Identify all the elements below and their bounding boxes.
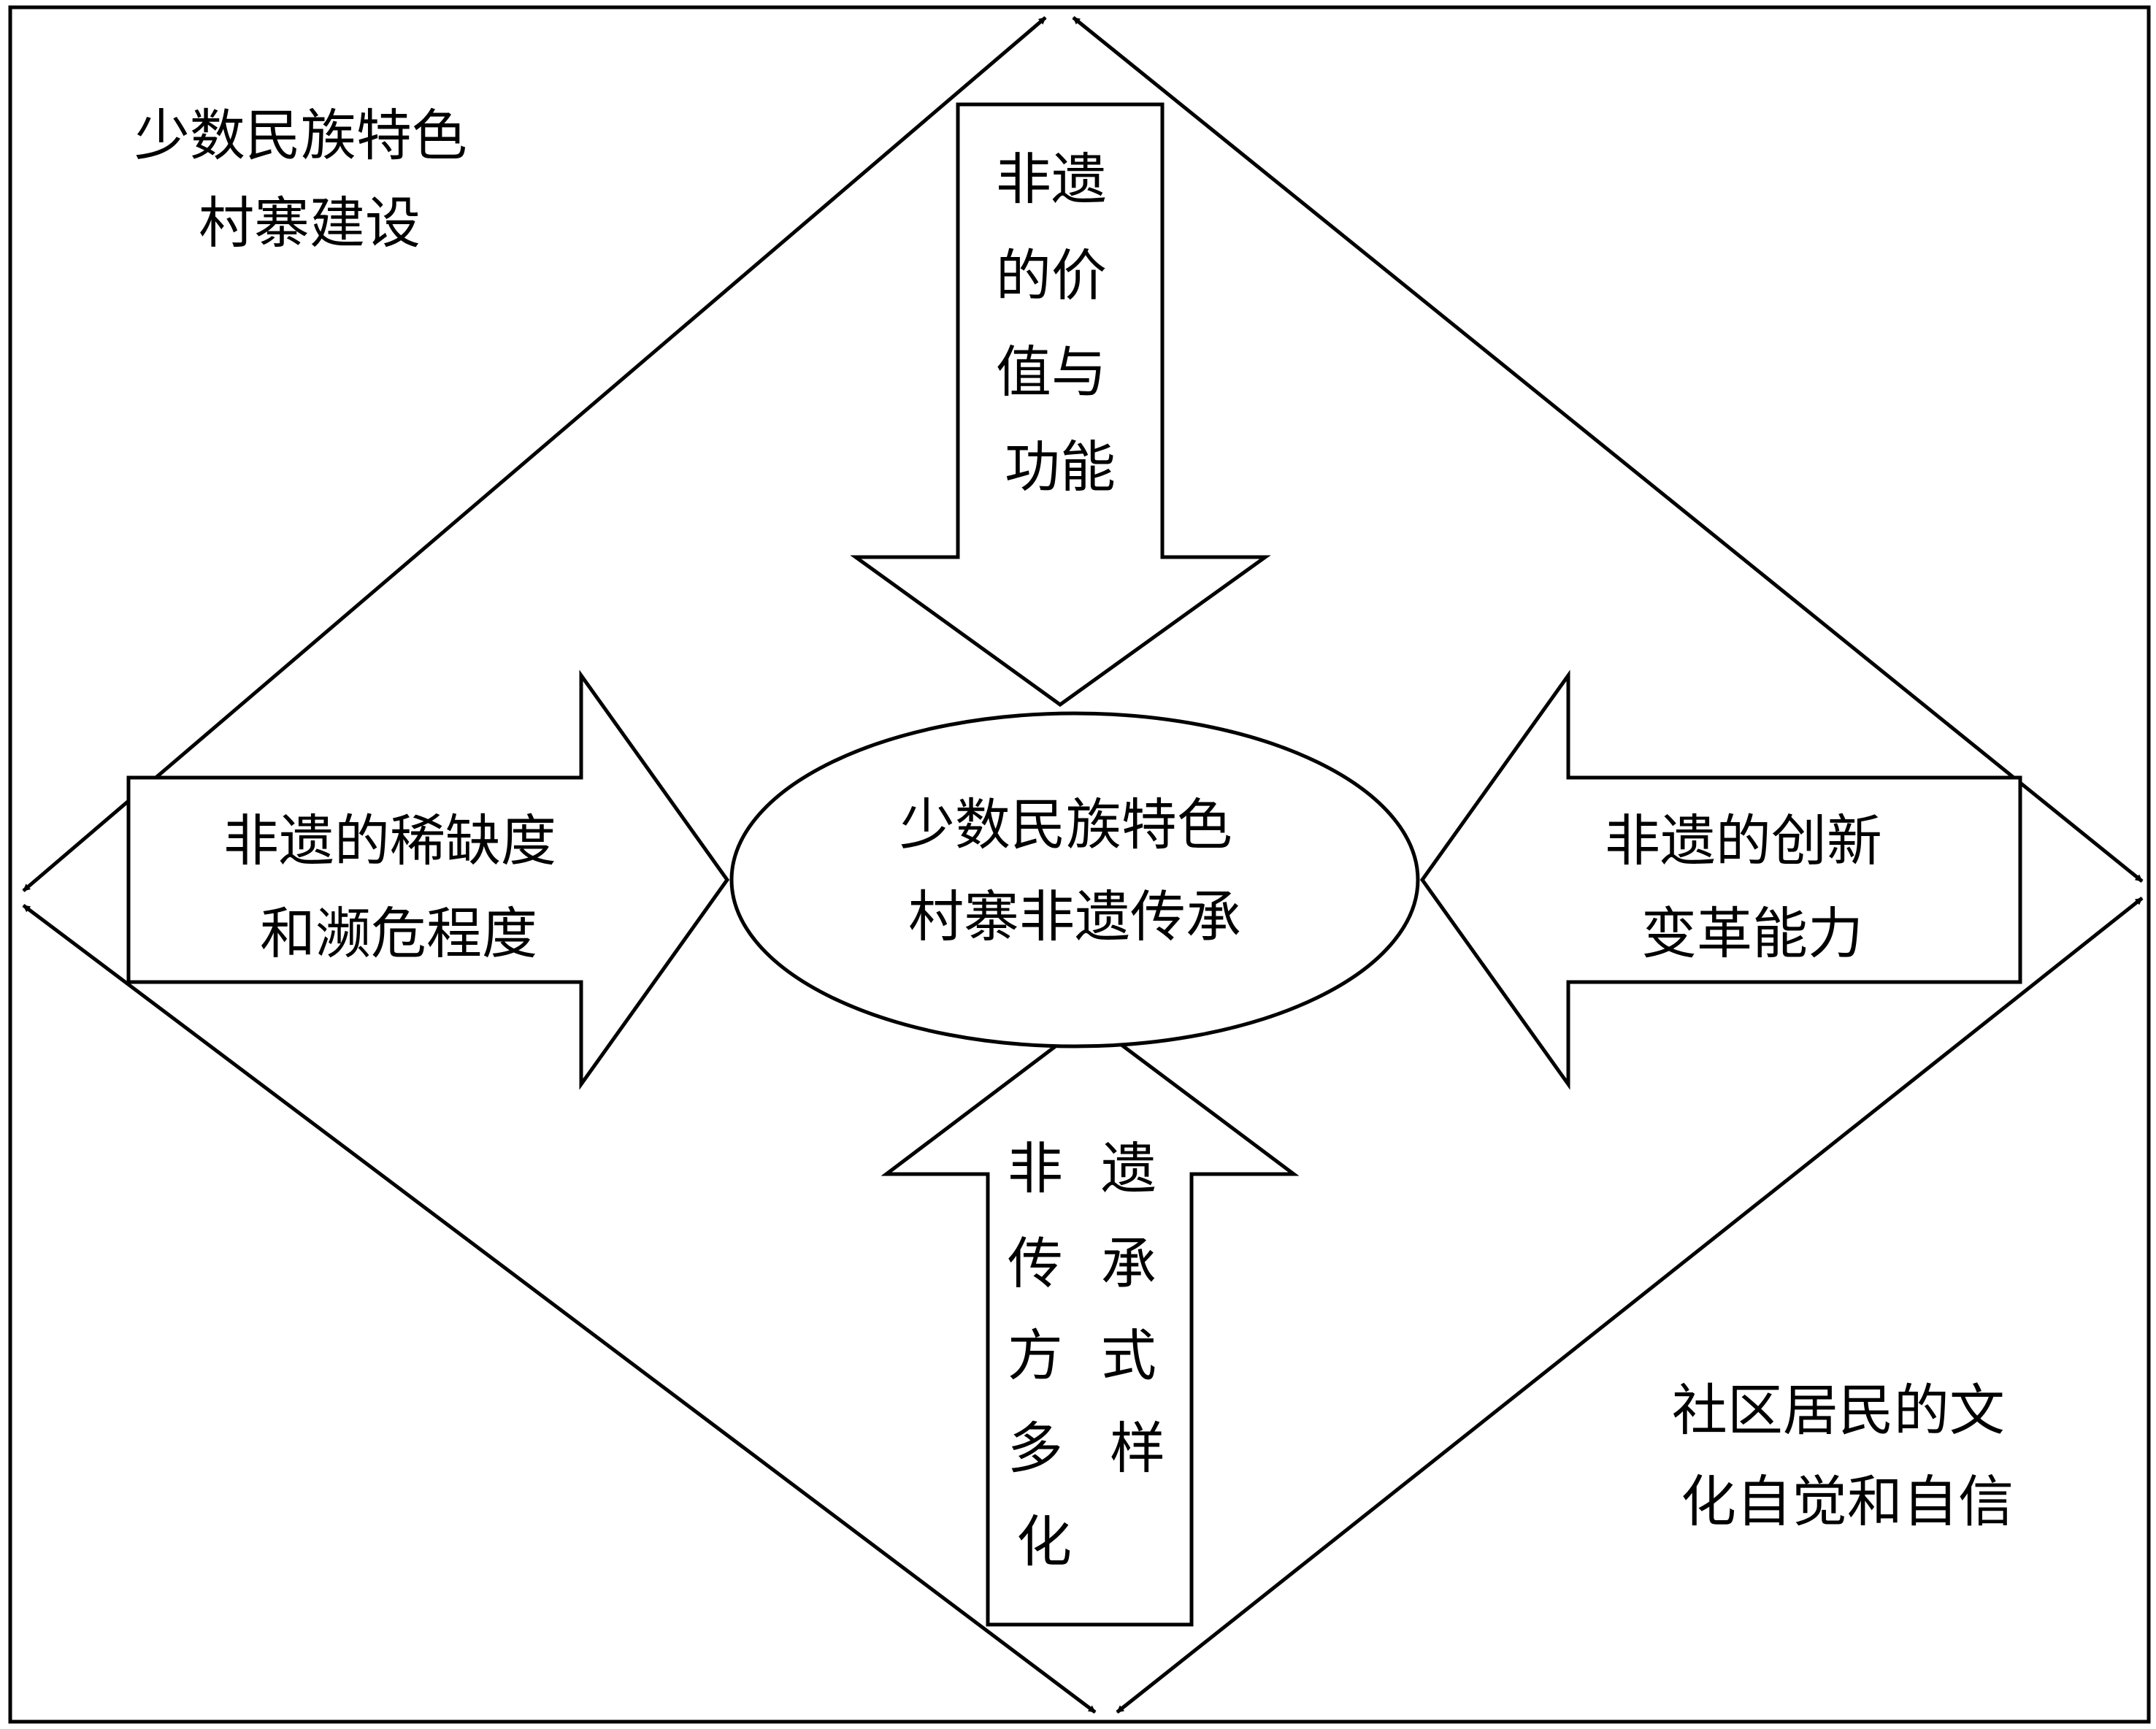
arrow-left-label: 非遗的稀缺度 和濒危程度 [223,808,574,966]
arrow-bottom-col2-char-1: 遗 [1101,1136,1156,1201]
arrow-bottom-col1-char-5: 化 [1016,1509,1072,1574]
arrow-top-line-3: 值与 [996,340,1107,405]
corner-bottom-right-line-1: 社区居民的文 [1672,1378,2005,1443]
arrow-bottom-block [881,1018,1300,1627]
corner-label-top-left: 少数民族特色 村寨建设 [134,103,485,256]
center-line-1: 少数民族特色 [899,792,1232,857]
corner-label-bottom-right: 社区居民的文 化自觉和自信 [1672,1378,2022,1534]
arrow-bottom-label-col1: 非 传 方 多 化 [1008,1136,1081,1574]
arrow-right-label: 非遗的创新 变革能力 [1605,808,1900,966]
line-top-right [1072,16,2144,883]
arrow-right-line-1: 非遗的创新 [1605,808,1882,873]
corner-bottom-right-line-2: 化自觉和自信 [1681,1469,2014,1534]
arrow-bottom-col1-char-3: 方 [1008,1323,1063,1388]
arrow-right-line-2: 变革能力 [1641,901,1863,966]
arrow-left-line-1: 非遗的稀缺度 [223,808,556,873]
arrow-left-block [126,670,730,1090]
arrow-top-line-1: 非遗 [996,147,1107,212]
center-label: 少数民族特色 村寨非遗传承 [899,792,1250,949]
arrow-left-line-2: 和濒危程度 [260,901,537,966]
arrow-top-line-4: 功能 [1005,434,1116,499]
outer-frame [8,5,2151,1724]
line-bottom-right [1116,897,2144,1714]
arrow-top-label: 非遗 的价 值与 功能 [996,147,1124,499]
arrow-top-block [850,102,1271,708]
line-left-bottom [22,904,1097,1714]
center-line-2: 村寨非遗传承 [908,884,1241,949]
arrow-top-line-2: 的价 [996,243,1107,308]
line-left-top [22,16,1047,892]
arrow-bottom-col2-char-4: 样 [1110,1416,1165,1481]
arrow-bottom-col1-char-2: 传 [1008,1231,1063,1296]
corner-top-left-line-2: 村寨建设 [199,191,421,256]
arrow-bottom-col1-char-4: 多 [1008,1416,1063,1481]
center-ellipse [729,711,1420,1048]
arrow-bottom-col2-char-2: 承 [1101,1231,1156,1296]
diamond-lines [22,16,2144,1714]
arrow-bottom-col1-char-1: 非 [1008,1136,1063,1201]
arrow-right-block [1419,670,2022,1090]
arrow-bottom-col2-char-3: 式 [1101,1323,1156,1388]
corner-top-left-line-1: 少数民族特色 [134,103,467,168]
arrow-bottom-label-col2: 遗 承 式 样 [1101,1136,1174,1481]
